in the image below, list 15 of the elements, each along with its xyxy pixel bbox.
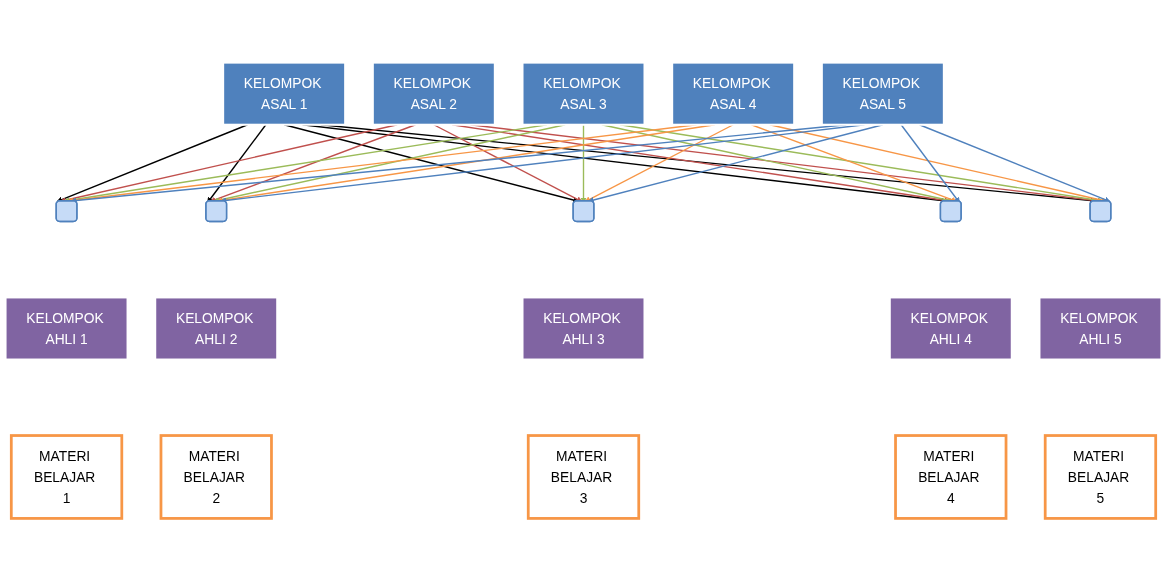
- node-box: KELOMPOK AHLI 5: [1038, 296, 1163, 361]
- node-box: MATERI BELAJAR 1: [9, 434, 124, 520]
- node-box: MATERI BELAJAR 3: [526, 434, 641, 520]
- node-box: MATERI BELAJAR 2: [159, 434, 273, 520]
- node-box: KELOMPOK AHLI 1: [4, 296, 129, 361]
- node-box: KELOMPOK ASAL 5: [820, 61, 945, 126]
- node-box: KELOMPOK AHLI 3: [521, 296, 646, 361]
- node-box: MATERI BELAJAR 5: [1043, 434, 1158, 520]
- node-box: KELOMPOK ASAL 1: [222, 61, 347, 126]
- node-box: KELOMPOK AHLI 2: [154, 296, 279, 361]
- node-box: MATERI BELAJAR 4: [894, 434, 1008, 520]
- node-box: KELOMPOK ASAL 3: [521, 61, 646, 126]
- node-box: KELOMPOK ASAL 4: [671, 61, 796, 126]
- node-box: KELOMPOK ASAL 2: [371, 61, 496, 126]
- node-box: KELOMPOK AHLI 4: [888, 296, 1013, 361]
